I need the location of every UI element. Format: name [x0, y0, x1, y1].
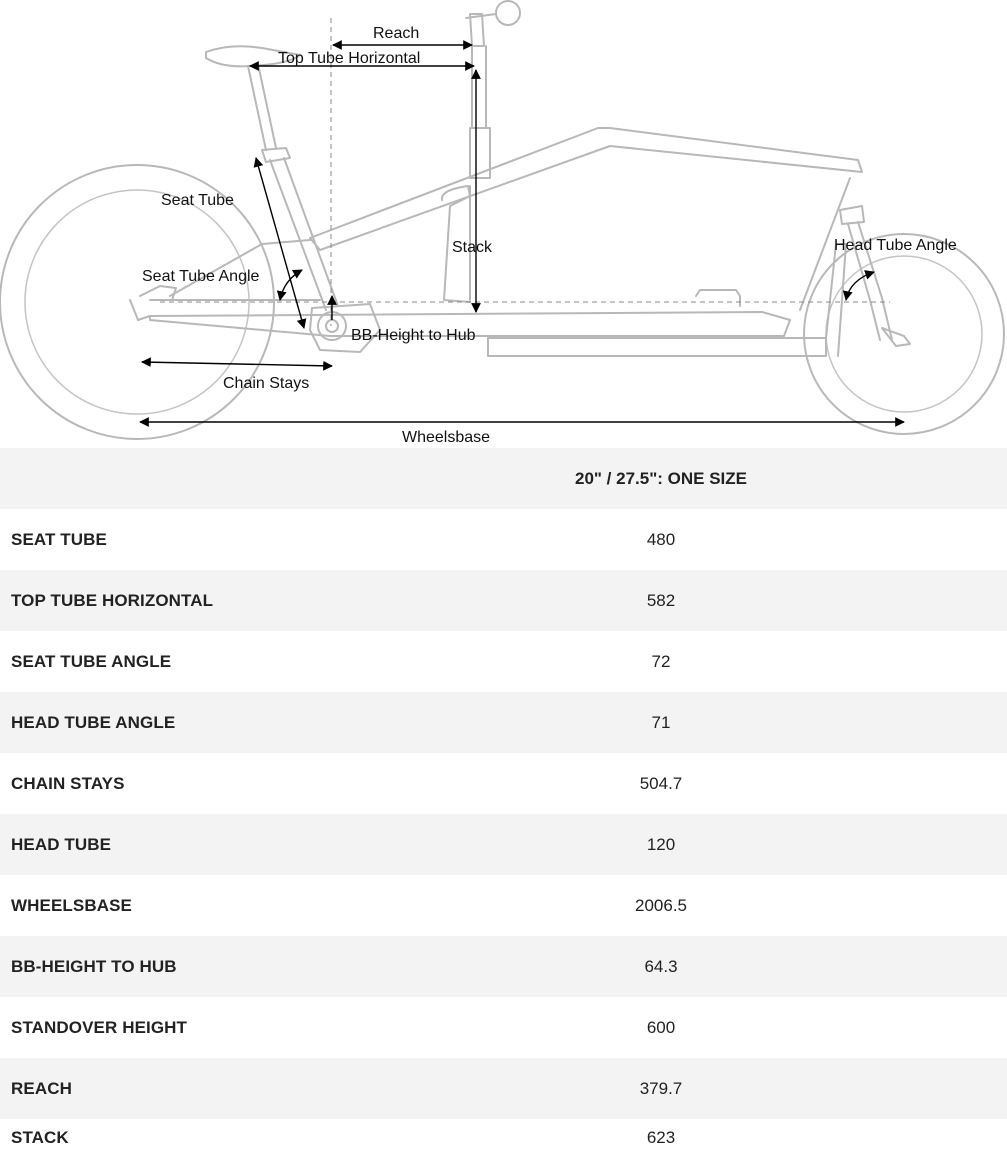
table-row: BB-HEIGHT TO HUB 64.3: [0, 936, 1007, 997]
table-row: SEAT TUBE ANGLE 72: [0, 631, 1007, 692]
row-value: 480: [646, 529, 676, 549]
chain-stays-arrow: [141, 357, 333, 371]
row-value: 623: [646, 1127, 676, 1147]
row-name: SEAT TUBE: [11, 529, 107, 549]
seat-tube-label: Seat Tube: [161, 192, 234, 209]
table-row: SEAT TUBE 480: [0, 509, 1007, 570]
row-value: 71: [651, 712, 671, 732]
row-value: 379.7: [639, 1078, 683, 1098]
head-tube-angle-label: Head Tube Angle: [834, 237, 957, 254]
row-value: 72: [651, 651, 671, 671]
bike-drawing: Reach Top Tube Horizontal Seat Tube Stac…: [0, 0, 1005, 446]
row-value: 582: [646, 590, 676, 610]
row-value: 2006.5: [635, 895, 687, 915]
row-name: WHEELSBASE: [11, 895, 132, 915]
chain-stays-label: Chain Stays: [223, 375, 309, 392]
row-name: STANDOVER HEIGHT: [11, 1017, 188, 1037]
row-name: TOP TUBE HORIZONTAL: [11, 590, 214, 610]
geometry-diagram: Reach Top Tube Horizontal Seat Tube Stac…: [0, 0, 1007, 448]
table-header-row: 20" / 27.5": ONE SIZE: [0, 448, 1007, 509]
row-value: 120: [646, 834, 676, 854]
top-tube-horizontal-label: Top Tube Horizontal: [278, 50, 420, 67]
head-tube-angle-arrow: [842, 270, 875, 301]
geometry-table: 20" / 27.5": ONE SIZE SEAT TUBE 480 TOP …: [0, 448, 1007, 1156]
table-row: HEAD TUBE 120: [0, 814, 1007, 875]
seat-tube-angle-arrow: [276, 269, 303, 301]
bb-height-to-hub-label: BB-Height to Hub: [351, 327, 476, 344]
row-name: BB-HEIGHT TO HUB: [11, 956, 177, 976]
row-name: SEAT TUBE ANGLE: [11, 651, 172, 671]
table-row: WHEELSBASE 2006.5: [0, 875, 1007, 936]
table-row: REACH 379.7: [0, 1058, 1007, 1119]
row-name: REACH: [11, 1078, 72, 1098]
table-row: STACK 623: [0, 1119, 1007, 1156]
row-value: 504.7: [639, 773, 683, 793]
wheelsbase-label: Wheelsbase: [402, 429, 490, 446]
table-row: HEAD TUBE ANGLE 71: [0, 692, 1007, 753]
reach-label: Reach: [373, 25, 419, 42]
row-value: 600: [646, 1017, 676, 1037]
size-header: 20" / 27.5": ONE SIZE: [574, 468, 748, 488]
table-row: CHAIN STAYS 504.7: [0, 753, 1007, 814]
table-row: TOP TUBE HORIZONTAL 582: [0, 570, 1007, 631]
row-name: STACK: [11, 1127, 69, 1147]
seat-tube-angle-label: Seat Tube Angle: [142, 268, 260, 285]
row-value: 64.3: [644, 956, 678, 976]
stack-label: Stack: [452, 239, 493, 256]
table-row: STANDOVER HEIGHT 600: [0, 997, 1007, 1058]
bike-frame: [129, 0, 911, 357]
row-name: CHAIN STAYS: [11, 773, 125, 793]
measurement-arrows: [139, 40, 905, 427]
row-name: HEAD TUBE: [11, 834, 112, 854]
row-name: HEAD TUBE ANGLE: [11, 712, 176, 732]
